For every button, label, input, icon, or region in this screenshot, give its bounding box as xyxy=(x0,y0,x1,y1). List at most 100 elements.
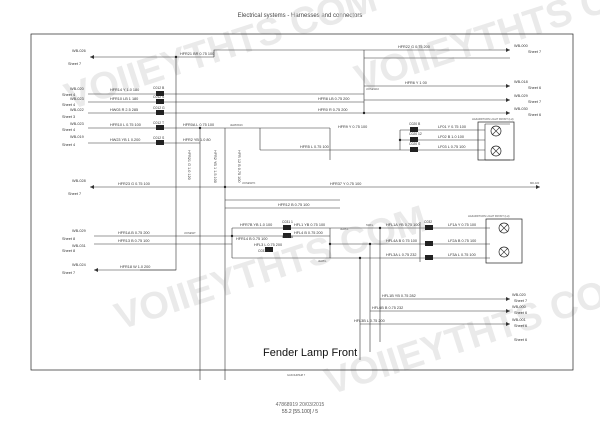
ref-sheet[interactable]: Sheet 7 xyxy=(528,50,541,54)
wire-label: HFL3A L 0.75 232 xyxy=(386,253,416,257)
ref-sheet[interactable]: Sheet 8 xyxy=(62,237,75,241)
footer-code: 47868919 20/03/2015 xyxy=(275,402,325,408)
wire-label: HFR18 W 1.0 200 xyxy=(120,265,150,269)
wire-label: HFL6B B 0.75 232 xyxy=(372,306,403,310)
ref-id: WB-020 xyxy=(512,293,526,297)
connector-label: C012 G xyxy=(153,106,165,110)
wire-label: HW03 R 2.5 285 xyxy=(110,108,138,112)
ref-id: WB-000 xyxy=(514,44,528,48)
ref-id: WB-001 xyxy=(512,318,526,322)
ref-sheet[interactable]: Sheet 4 xyxy=(62,93,75,97)
wire-label: HFL1A YB 0.75 100 xyxy=(386,223,420,227)
splice-label: SWFL xyxy=(366,223,374,227)
page-header-title: Electrical systems - Harnesses and conne… xyxy=(237,13,363,19)
ref-sheet[interactable]: Sheet 6 xyxy=(514,324,527,328)
wire-label-vertical: HFR 12 B 0.75 100 xyxy=(237,150,241,183)
ref-id: WB-026 xyxy=(72,49,86,53)
wire-label: HW23 YB 1 0.200 xyxy=(110,138,140,142)
wire-label: HFR0A L 0.75 100 xyxy=(183,123,214,127)
wire-label: HFL3B L 0.75 200 xyxy=(354,319,385,323)
wire-label: LF03 L 0.75 100 xyxy=(438,145,466,149)
ref-sheet[interactable]: Sheet 7 xyxy=(68,62,81,66)
splice-label: JOINEWTK xyxy=(242,181,256,185)
lamp-top xyxy=(477,121,515,161)
wire-label: HFR6 Y 1 00 xyxy=(405,81,427,85)
lamp-label: HAZARDTURN LIGHT FRONT (LH) xyxy=(468,214,510,218)
wire-label: HFR12 B 0.75 100 xyxy=(278,203,309,207)
diagram-small-id: GAKOHD5H8 7 xyxy=(287,373,306,377)
footer-page: 55.2 [55.100] / 5 xyxy=(281,409,319,415)
wire-label: LF02 B 1.0 100 xyxy=(438,135,464,139)
ref-id: WB-028 xyxy=(72,179,86,183)
ref-sheet[interactable]: Sheet 4 xyxy=(62,143,75,147)
wire-label: HFR21 BR 0.75 100 xyxy=(180,52,214,56)
ref-id: WB-019 xyxy=(70,135,84,139)
wire-label: HFR23 G 0.75 100 xyxy=(118,182,150,186)
diagram-frame xyxy=(30,33,574,371)
wire-label: HFR2 YB 1.0 80 xyxy=(183,138,211,142)
connector-label: C031 3 xyxy=(258,249,269,253)
wire-label: LF01 Y 0.75 100 xyxy=(438,125,466,129)
sheet-arrows xyxy=(90,48,540,326)
connector-label: C020 B xyxy=(409,122,421,126)
wire-label-vertical: HFR21 G 1.0 120 xyxy=(187,150,191,180)
wire-label: HFR1A B 0.75 200 xyxy=(118,231,150,235)
ref-sheet[interactable]: Sheet 4 xyxy=(62,103,75,107)
connector-label: C020 S xyxy=(409,142,421,146)
ref-sheet[interactable]: Sheet 7 xyxy=(528,100,541,104)
wire-label: HFR14 Y 1.0 180 xyxy=(110,88,139,92)
wire-label: HFR37 Y 0.75 100 xyxy=(330,182,361,186)
wire-label: HFR13 B 0.75 100 xyxy=(118,239,149,243)
watermark: VOIIEYTHTS COM VOIIEYTHTS COM VOIIEYTHTS… xyxy=(60,0,600,404)
diagram-title: Fender Lamp Front xyxy=(263,347,357,359)
wire-label: LF2A B 0.75 100 xyxy=(448,239,476,243)
splice-labels: JOINEW16 JEWDW16 JOINEWTK JOINEWT JEWFL … xyxy=(184,87,540,263)
wire-label: HFR10 L 0.75 100 xyxy=(110,123,141,127)
ref-sheet[interactable]: Sheet 4 xyxy=(62,128,75,132)
wire-label: HFR5 L 0.75 100 xyxy=(300,145,329,149)
ref-sheet[interactable]: Sheet 7 xyxy=(68,192,81,196)
wire-label: HFR8 LB 0.75 200 xyxy=(318,97,349,101)
splice-points xyxy=(174,55,402,260)
wire-label: HFR7B YB 1.0 100 xyxy=(240,223,272,227)
ref-sheet[interactable]: Sheet 6 xyxy=(514,338,527,342)
wire-label: HFL4 B 0.75 200 xyxy=(294,231,323,235)
ref-id: WB-000 xyxy=(512,305,526,309)
ref-sheet[interactable]: Sheet 7 xyxy=(514,299,527,303)
splice-label: JEWFL xyxy=(318,259,327,263)
wire-label: LF1A Y 0.75 100 xyxy=(448,223,476,227)
connector-label: C031 A xyxy=(282,235,294,239)
splice-label: JOINEW16 xyxy=(366,87,380,91)
wire-label: HFL1B YB 0.75 282 xyxy=(382,294,416,298)
ref-sheet[interactable]: Sheet 8 xyxy=(62,249,75,253)
ref-id: WB-023 xyxy=(70,97,84,101)
splice-label: JOINEWT xyxy=(184,231,196,235)
wire-labels: HFR14 Y 1.0 180 HFR10 LB 1 180 HW03 R 2.… xyxy=(110,45,476,323)
splice-label: JEWFL xyxy=(340,227,349,231)
left-sheet-refs: WB-026 Sheet 7 WB-020 Sheet 4 WB-023 She… xyxy=(62,49,86,275)
wire-label: HFR0 R 0.75 200 xyxy=(318,108,348,112)
ref-sheet[interactable]: Sheet 6 xyxy=(528,113,541,117)
watermark-text-3: VOIIEYTHTS COM xyxy=(110,198,432,338)
ref-sheet[interactable]: Sheet 6 xyxy=(514,311,527,315)
ref-sheet[interactable]: Sheet 3 xyxy=(62,115,75,119)
splice-label: JEWDW16 xyxy=(230,123,243,127)
wire-label: HFR22 G 0.75 200 xyxy=(398,45,430,49)
connector-label: C012 T xyxy=(153,121,164,125)
ref-id: WB-022 xyxy=(70,108,84,112)
ref-id: WB-029 xyxy=(72,229,86,233)
ref-id: WB-030 xyxy=(514,107,528,111)
wires-bottom xyxy=(94,222,510,360)
ref-sheet[interactable]: Sheet 6 xyxy=(528,86,541,90)
wire-label: HFR9 Y 0.75 100 xyxy=(338,125,367,129)
wire-label-vertical: HFR2 YB 1 1.5 100 xyxy=(213,150,217,183)
connector-label: C012 B xyxy=(153,86,165,90)
connector-label: C012 S xyxy=(153,95,165,99)
wire-label: LF3A L 0.75 100 xyxy=(448,253,476,257)
wires-top xyxy=(88,49,540,380)
right-sheet-refs: WB-000 Sheet 7 WB-018 Sheet 6 WB-029 She… xyxy=(512,44,541,342)
ref-sheet[interactable]: Sheet 7 xyxy=(62,271,75,275)
connector-label: C031 1 xyxy=(282,220,293,224)
ref-id: WB-023 xyxy=(70,122,84,126)
